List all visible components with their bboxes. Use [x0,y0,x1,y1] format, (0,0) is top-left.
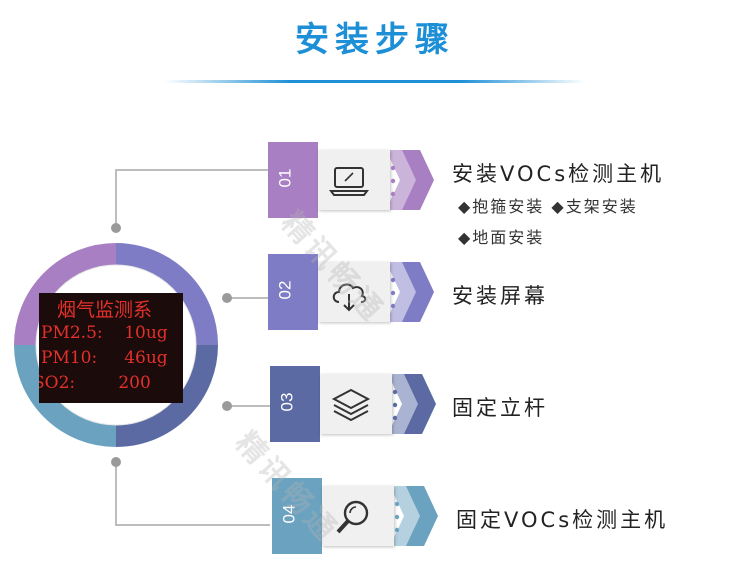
layers-icon [331,388,371,422]
step-title: 安装VOCs检测主机 [452,162,665,186]
laptop-icon [329,167,369,196]
step-sub-item: ◆地面安装 [458,228,545,247]
step-sub-item: ◆抱箍安装 ◆支架安装 [458,197,638,216]
step-title: 固定VOCs检测主机 [456,508,669,532]
step-04: 04 [272,478,452,554]
step-number-block: 04 [272,478,322,554]
step-number: 03 [277,392,297,412]
step-number-block: 03 [270,366,320,442]
step-01: 01 [268,142,448,218]
screen-line: SO2: 200 [39,373,151,393]
chevron-icon [386,262,434,322]
dots-icon [394,501,400,533]
screen-line: 烟气监测系 [57,299,153,321]
step-title: 固定立杆 [452,396,548,420]
led-display-image: 烟气监测系 PM2.5: 10ug PM10: 46ug SO2: 200 [39,293,183,403]
step-number: 01 [275,168,295,188]
page-title: 安装步骤 [295,20,455,60]
title-underline [165,80,585,83]
cloud-download-icon [332,283,367,312]
step-number-block: 01 [268,142,318,218]
magnifier-icon [336,500,369,534]
step-02: 02 [268,254,448,330]
dots-icon [390,277,396,309]
screen-line: PM10: 46ug [41,348,168,368]
step-number: 02 [275,280,295,300]
chevron-icon [390,486,438,546]
dots-icon [390,165,396,197]
step-icon-card [318,150,390,210]
step-icon-card [320,374,392,434]
chevron-icon [386,150,434,210]
screen-line: PM2.5: 10ug [41,323,168,343]
step-icon-card [318,262,390,322]
step-number-block: 02 [268,254,318,330]
dots-icon [392,389,398,421]
step-title: 安装屏幕 [452,284,548,308]
step-03: 03 [270,366,450,442]
chevron-icon [388,374,436,434]
step-icon-card [322,486,394,546]
